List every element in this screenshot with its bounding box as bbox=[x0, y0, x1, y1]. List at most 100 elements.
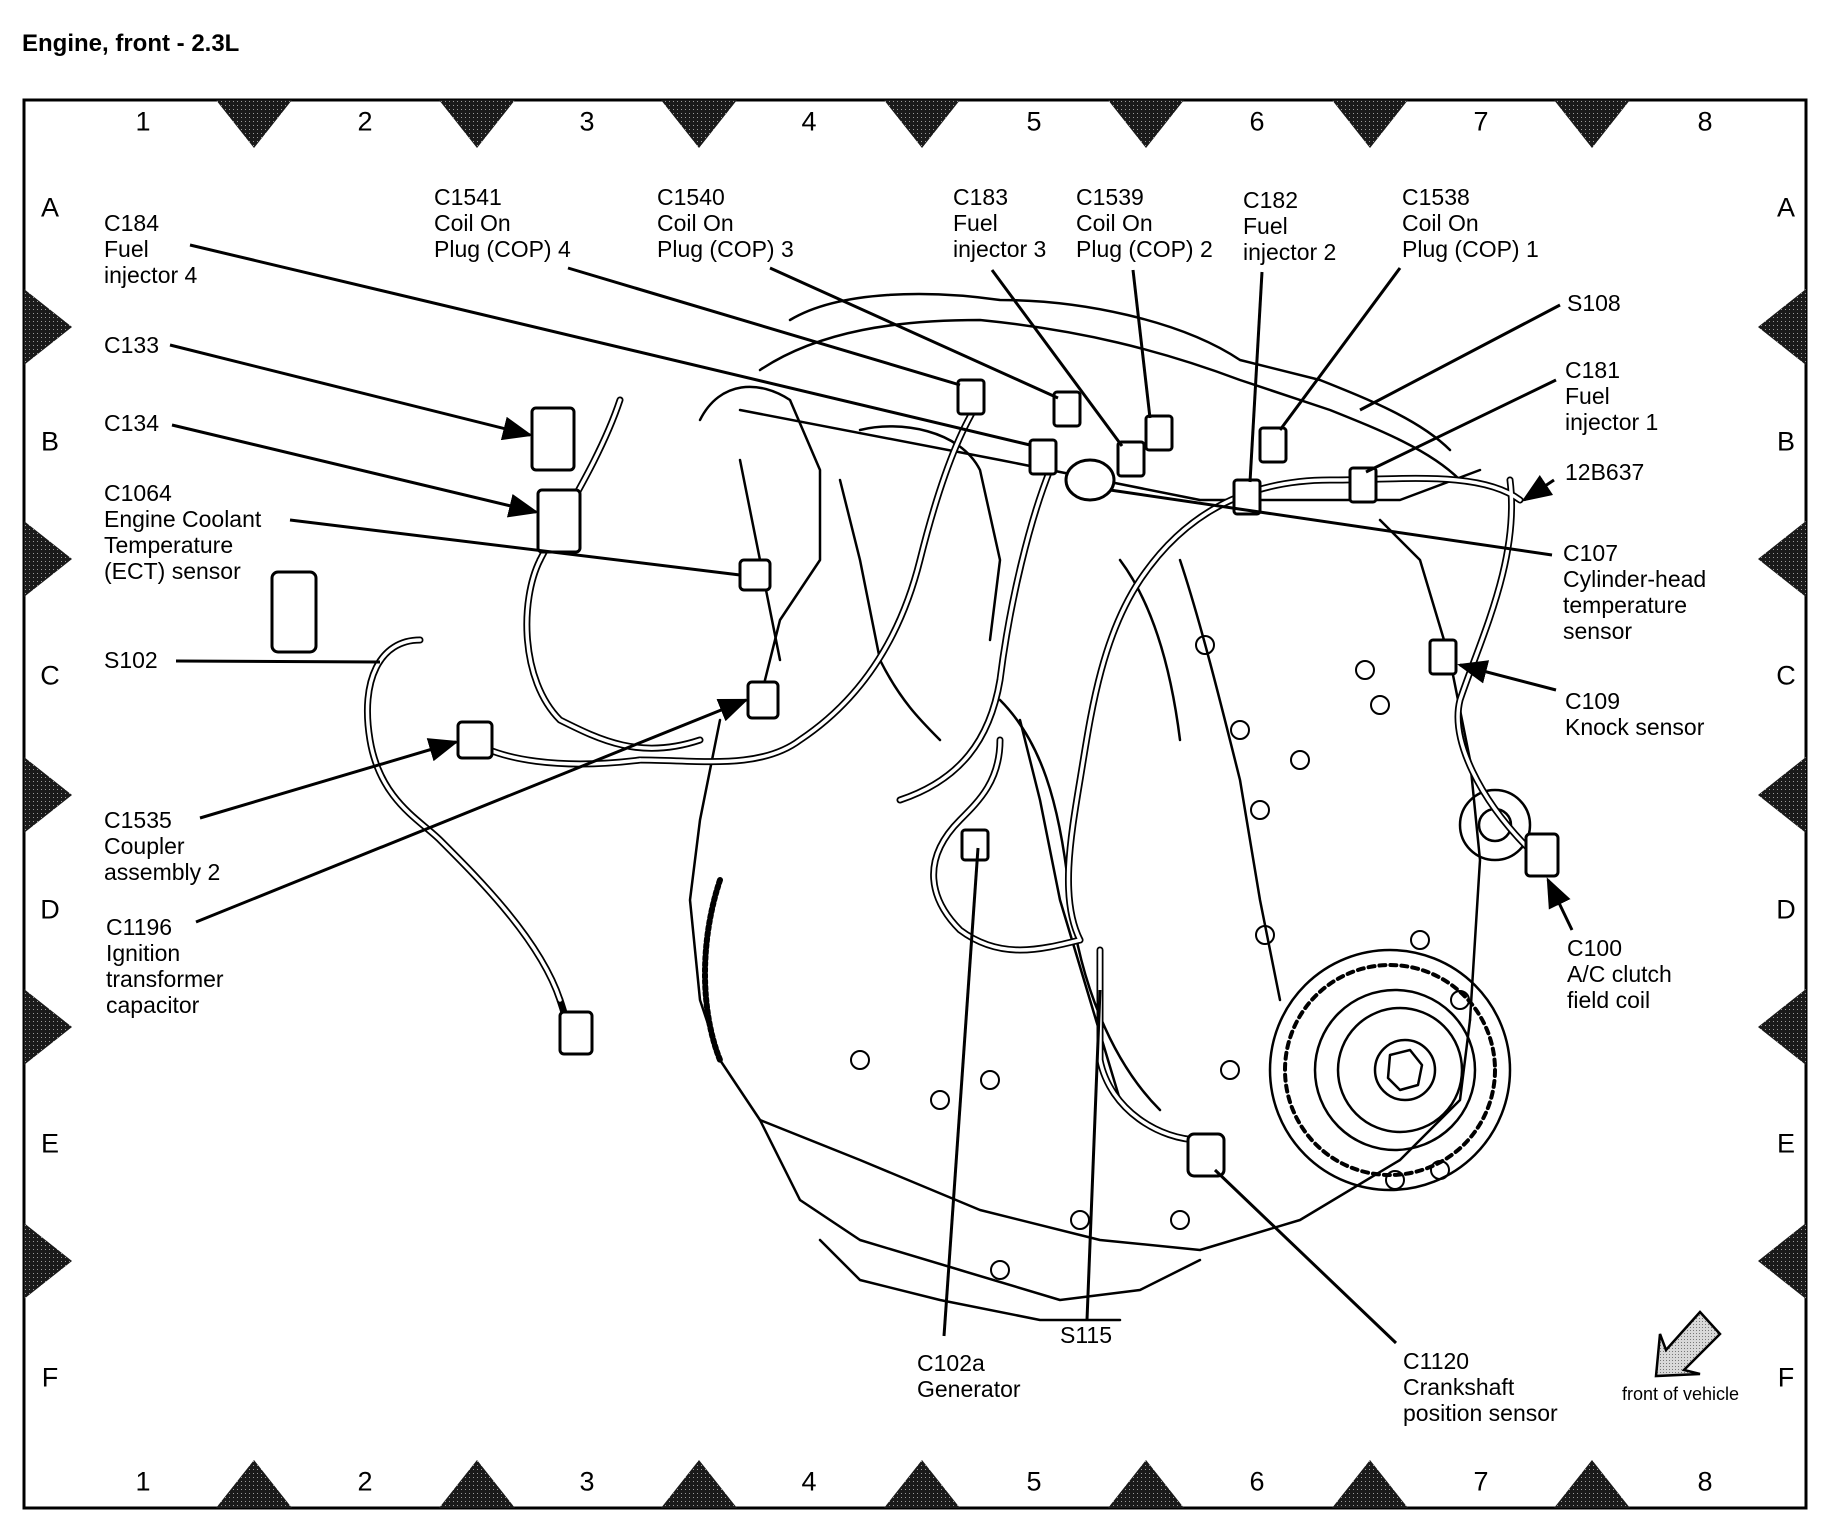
leader-c109 bbox=[1457, 660, 1557, 692]
zone-marker-triangle bbox=[1758, 989, 1806, 1065]
connector-pcm bbox=[270, 570, 318, 654]
connector-c181 bbox=[1348, 466, 1378, 504]
grid-row-label: C bbox=[1776, 660, 1796, 691]
grid-column-label: 2 bbox=[357, 106, 373, 137]
leader-c133 bbox=[169, 343, 533, 441]
zone-marker-triangle bbox=[884, 100, 960, 148]
connector-c102a bbox=[960, 828, 990, 862]
front-of-vehicle-label: front of vehicle bbox=[1622, 1384, 1740, 1404]
zone-marker-triangle bbox=[884, 1460, 960, 1508]
grid-row-label: F bbox=[41, 1362, 59, 1393]
zone-marker-triangle bbox=[1108, 100, 1184, 148]
connector-c134 bbox=[536, 488, 582, 554]
leader-c100 bbox=[1546, 877, 1574, 931]
grid-markers-top bbox=[216, 100, 1630, 148]
leader-c1064 bbox=[289, 518, 741, 577]
grid-row-label: F bbox=[1777, 1362, 1795, 1393]
connector-c1541 bbox=[956, 378, 986, 416]
connector-c183 bbox=[1116, 440, 1146, 478]
connector-harness-end bbox=[558, 1010, 594, 1056]
grid-markers-bottom bbox=[216, 1460, 1630, 1508]
zone-marker-triangle bbox=[661, 100, 737, 148]
connector-c1196 bbox=[746, 680, 780, 720]
grid-column-label: 1 bbox=[135, 1466, 151, 1497]
zone-marker-triangle bbox=[1554, 100, 1630, 148]
leader-c134 bbox=[171, 423, 539, 518]
callout-s102: S102 bbox=[104, 647, 158, 673]
grid-column-label: 3 bbox=[579, 1466, 595, 1497]
callout-c134: C134 bbox=[104, 410, 159, 436]
cht-sensor-c107 bbox=[1064, 458, 1116, 502]
connector-c1064 bbox=[738, 558, 772, 592]
zone-marker-triangle bbox=[1758, 1223, 1806, 1299]
leader-s115 bbox=[1085, 989, 1102, 1321]
leader-c184 bbox=[189, 243, 1031, 447]
connector-c1538 bbox=[1258, 426, 1288, 464]
leader-c1120 bbox=[1213, 1168, 1398, 1345]
callout-12b637: 12B637 bbox=[1565, 459, 1645, 485]
leader-lines bbox=[169, 243, 1574, 1345]
grid-row-label: E bbox=[40, 1128, 60, 1159]
leader-c1539 bbox=[1131, 269, 1152, 419]
callout-s115: S115 bbox=[1060, 1322, 1113, 1348]
grid-frame bbox=[22, 98, 1808, 1510]
grid-row-label: E bbox=[1776, 1128, 1796, 1159]
grid-column-label: 4 bbox=[801, 106, 817, 137]
zone-marker-triangle bbox=[1332, 100, 1408, 148]
grid-column-label: 8 bbox=[1697, 1466, 1713, 1497]
grid-column-label: 6 bbox=[1249, 106, 1265, 137]
grid-row-label: A bbox=[1776, 192, 1796, 223]
grid-column-label: 5 bbox=[1026, 106, 1042, 137]
leader-s102 bbox=[175, 659, 381, 664]
zone-marker-triangle bbox=[1758, 521, 1806, 597]
zone-marker-triangle bbox=[1332, 1460, 1408, 1508]
grid-column-label: 2 bbox=[357, 1466, 373, 1497]
leader-12b637 bbox=[1521, 475, 1555, 502]
leader-c107 bbox=[1109, 488, 1553, 557]
connector-c109 bbox=[1428, 638, 1458, 676]
grid-row-label: A bbox=[40, 192, 60, 223]
leader-s108 bbox=[1359, 303, 1561, 412]
grid-row-label: C bbox=[40, 660, 60, 691]
grid-row-label: B bbox=[1776, 426, 1796, 457]
grid-column-label: 6 bbox=[1249, 1466, 1265, 1497]
grid-column-label: 8 bbox=[1697, 106, 1713, 137]
grid-column-label: 7 bbox=[1473, 1466, 1489, 1497]
callout-c133: C133 bbox=[104, 332, 159, 358]
zone-marker-triangle bbox=[1758, 757, 1806, 833]
grid-markers-left bbox=[24, 289, 72, 1299]
zone-marker-triangle bbox=[439, 100, 515, 148]
connector-c1540 bbox=[1052, 390, 1082, 428]
zone-marker-triangle bbox=[24, 289, 72, 365]
zone-marker-triangle bbox=[1554, 1460, 1630, 1508]
leader-c181 bbox=[1365, 378, 1557, 474]
grid-row-label: D bbox=[1776, 894, 1796, 925]
zone-marker-triangle bbox=[1108, 1460, 1184, 1508]
connector-c1539 bbox=[1144, 414, 1174, 452]
zone-marker-triangle bbox=[24, 521, 72, 597]
connector-c133 bbox=[530, 406, 576, 472]
leader-c1541 bbox=[567, 266, 961, 387]
grid-row-label: B bbox=[40, 426, 60, 457]
leader-c1540 bbox=[769, 266, 1059, 400]
grid-column-label: 5 bbox=[1026, 1466, 1042, 1497]
connector-c1120 bbox=[1186, 1132, 1226, 1178]
grid-column-label: 3 bbox=[579, 106, 595, 137]
grid-column-label: 7 bbox=[1473, 106, 1489, 137]
zone-marker-triangle bbox=[216, 100, 292, 148]
grid-column-label: 1 bbox=[135, 106, 151, 137]
leader-c1538 bbox=[1278, 267, 1402, 431]
diagram-title: Engine, front - 2.3L bbox=[22, 30, 240, 57]
